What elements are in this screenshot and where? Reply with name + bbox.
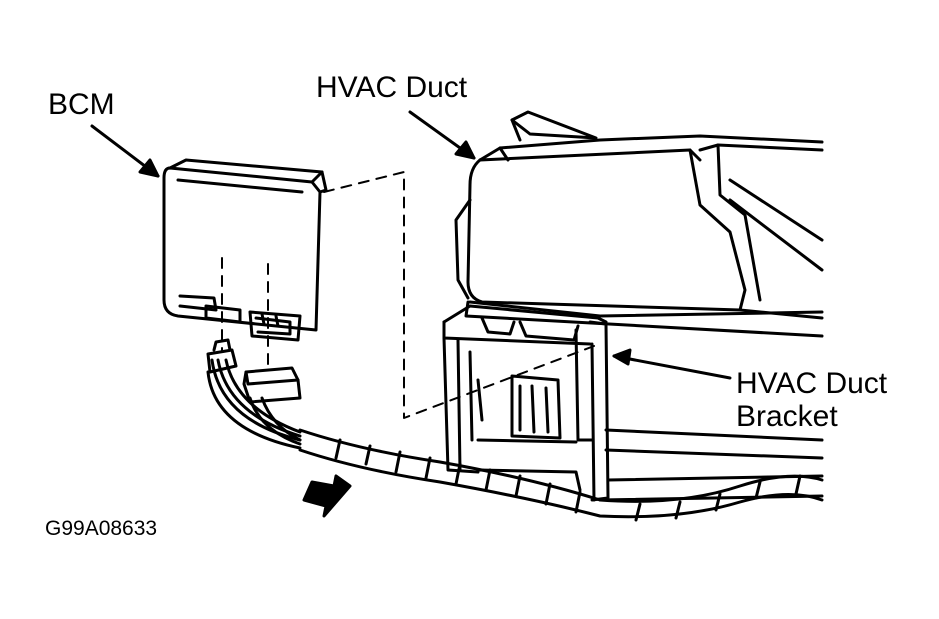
wiring-harness [206, 358, 824, 522]
duct-leader-head [454, 140, 476, 160]
hvac-duct-label: HVAC Duct [316, 71, 468, 104]
forward-arrow-icon [302, 474, 352, 518]
hvac-duct-bracket-label-line2: Bracket [736, 400, 838, 433]
bcm-leader-head [138, 158, 160, 178]
hvac-duct-bracket-label-line1: HVAC Duct [736, 367, 888, 400]
hvac-duct [454, 110, 824, 338]
leader-arrows [90, 110, 732, 380]
hvac-duct-bracket [442, 304, 824, 502]
hvac-duct-bracket-label: HVAC Duct Bracket [736, 367, 887, 433]
bcm-module [162, 158, 328, 342]
figure-code: G99A08633 [45, 517, 158, 540]
bcm-label: BCM [48, 88, 115, 121]
bracket-leader [612, 354, 732, 380]
alignment-lines [221, 171, 595, 419]
bracket-leader-head [612, 348, 632, 366]
